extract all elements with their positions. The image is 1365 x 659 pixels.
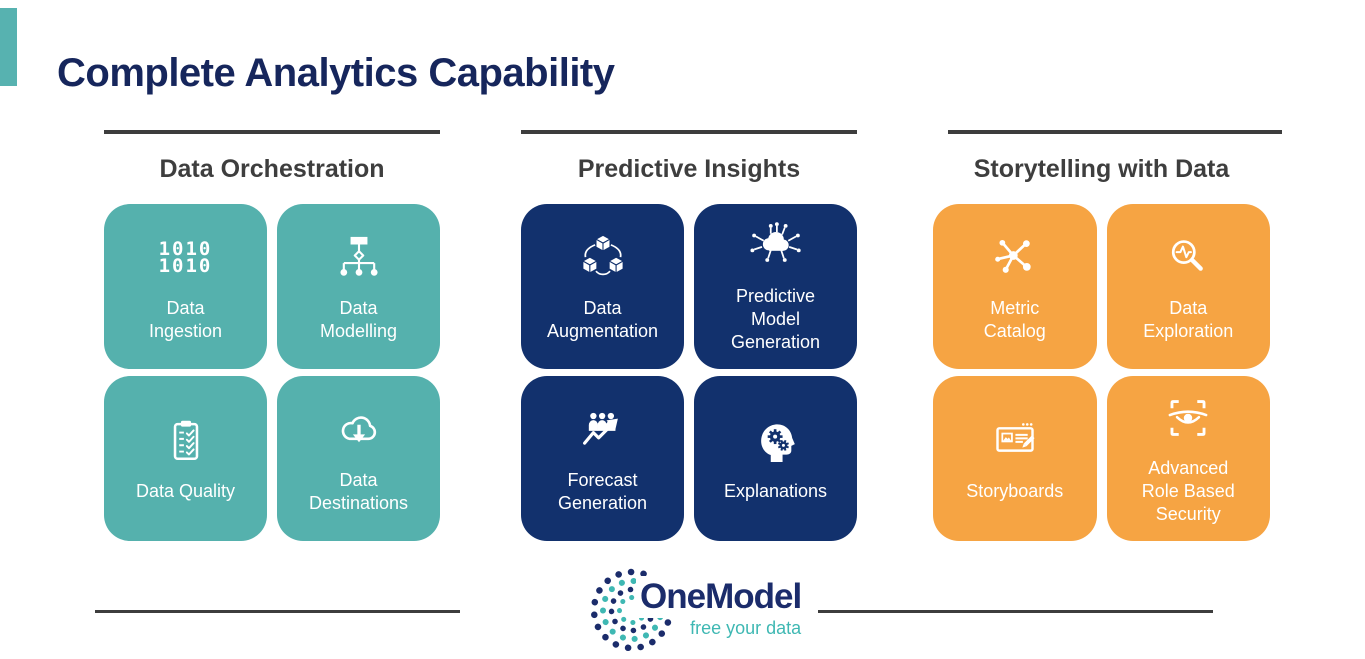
binary-line: 1010 (158, 237, 213, 260)
footer-divider-right (818, 610, 1213, 613)
column-divider (948, 130, 1282, 134)
cubes-network-icon (575, 231, 631, 285)
cloud-download-icon (331, 403, 387, 457)
column-title: Data Orchestration (159, 155, 385, 183)
card-label: Data Ingestion (148, 297, 223, 341)
magnifier-pulse-icon (1161, 231, 1215, 285)
card-label: Predictive Model Generation (730, 286, 821, 352)
card-data-modelling: Data Modelling (277, 204, 440, 369)
card-metric-catalog: Metric Catalog (933, 204, 1097, 369)
card-advanced-role-based-security: Advanced Role Based Security (1106, 376, 1270, 541)
sitemap-icon (332, 231, 386, 285)
card-explanations: Explanations (694, 376, 857, 541)
card-label: Explanations (723, 481, 828, 501)
card-label: Data Modelling (319, 297, 398, 341)
card-label: Data Augmentation (546, 297, 659, 341)
binary-line: 1010 (158, 254, 213, 277)
card-label: Data Exploration (1143, 297, 1234, 341)
card-label: Storyboards (966, 481, 1064, 501)
card-label: Metric Catalog (983, 297, 1046, 341)
column-divider (521, 130, 857, 134)
column-storytelling-with-data: Storytelling with Data Metric Catalog (933, 130, 1282, 541)
card-data-destinations: Data Destinations (277, 376, 440, 541)
neural-cloud-icon (748, 219, 804, 273)
card-label: Data Quality (135, 481, 236, 501)
card-label: Advanced Role Based Security (1141, 458, 1235, 524)
accent-bar (0, 8, 17, 86)
column-title: Predictive Insights (577, 155, 801, 183)
column-title: Storytelling with Data (973, 155, 1230, 183)
people-growth-icon (575, 403, 631, 457)
head-gears-icon (748, 414, 804, 468)
logo-text: OneModel free your data (636, 566, 806, 639)
logo-tagline: free your data (686, 618, 806, 639)
column-predictive-insights: Predictive Insights (521, 130, 857, 541)
card-data-ingestion: 1010 1010 Data Ingestion (104, 204, 267, 369)
card-predictive-model-generation: Predictive Model Generation (694, 204, 857, 369)
binary-icon: 1010 1010 (159, 231, 213, 285)
page-title: Complete Analytics Capability (57, 50, 615, 95)
card-data-quality: Data Quality (104, 376, 267, 541)
card-label: Data Destinations (308, 469, 409, 513)
column-divider (104, 130, 440, 134)
card-storyboards: Storyboards (933, 376, 1097, 541)
card-grid: 1010 1010 Data Ingestion (104, 204, 440, 541)
card-label: Forecast Generation (557, 469, 648, 513)
eye-scan-icon (1161, 391, 1215, 445)
logo-brand: OneModel (636, 576, 806, 618)
clipboard-check-icon (159, 414, 213, 468)
footer-divider-left (95, 610, 460, 613)
hub-network-icon (988, 231, 1042, 285)
card-grid: Data Augmentation (521, 204, 857, 541)
storyboard-icon (987, 414, 1043, 468)
card-data-augmentation: Data Augmentation (521, 204, 684, 369)
card-data-exploration: Data Exploration (1106, 204, 1270, 369)
column-data-orchestration: Data Orchestration 1010 1010 Data Ingest… (104, 130, 440, 541)
onemodel-logo: OneModel free your data (588, 566, 806, 654)
card-forecast-generation: Forecast Generation (521, 376, 684, 541)
card-grid: Metric Catalog Data Exploration (933, 204, 1270, 541)
